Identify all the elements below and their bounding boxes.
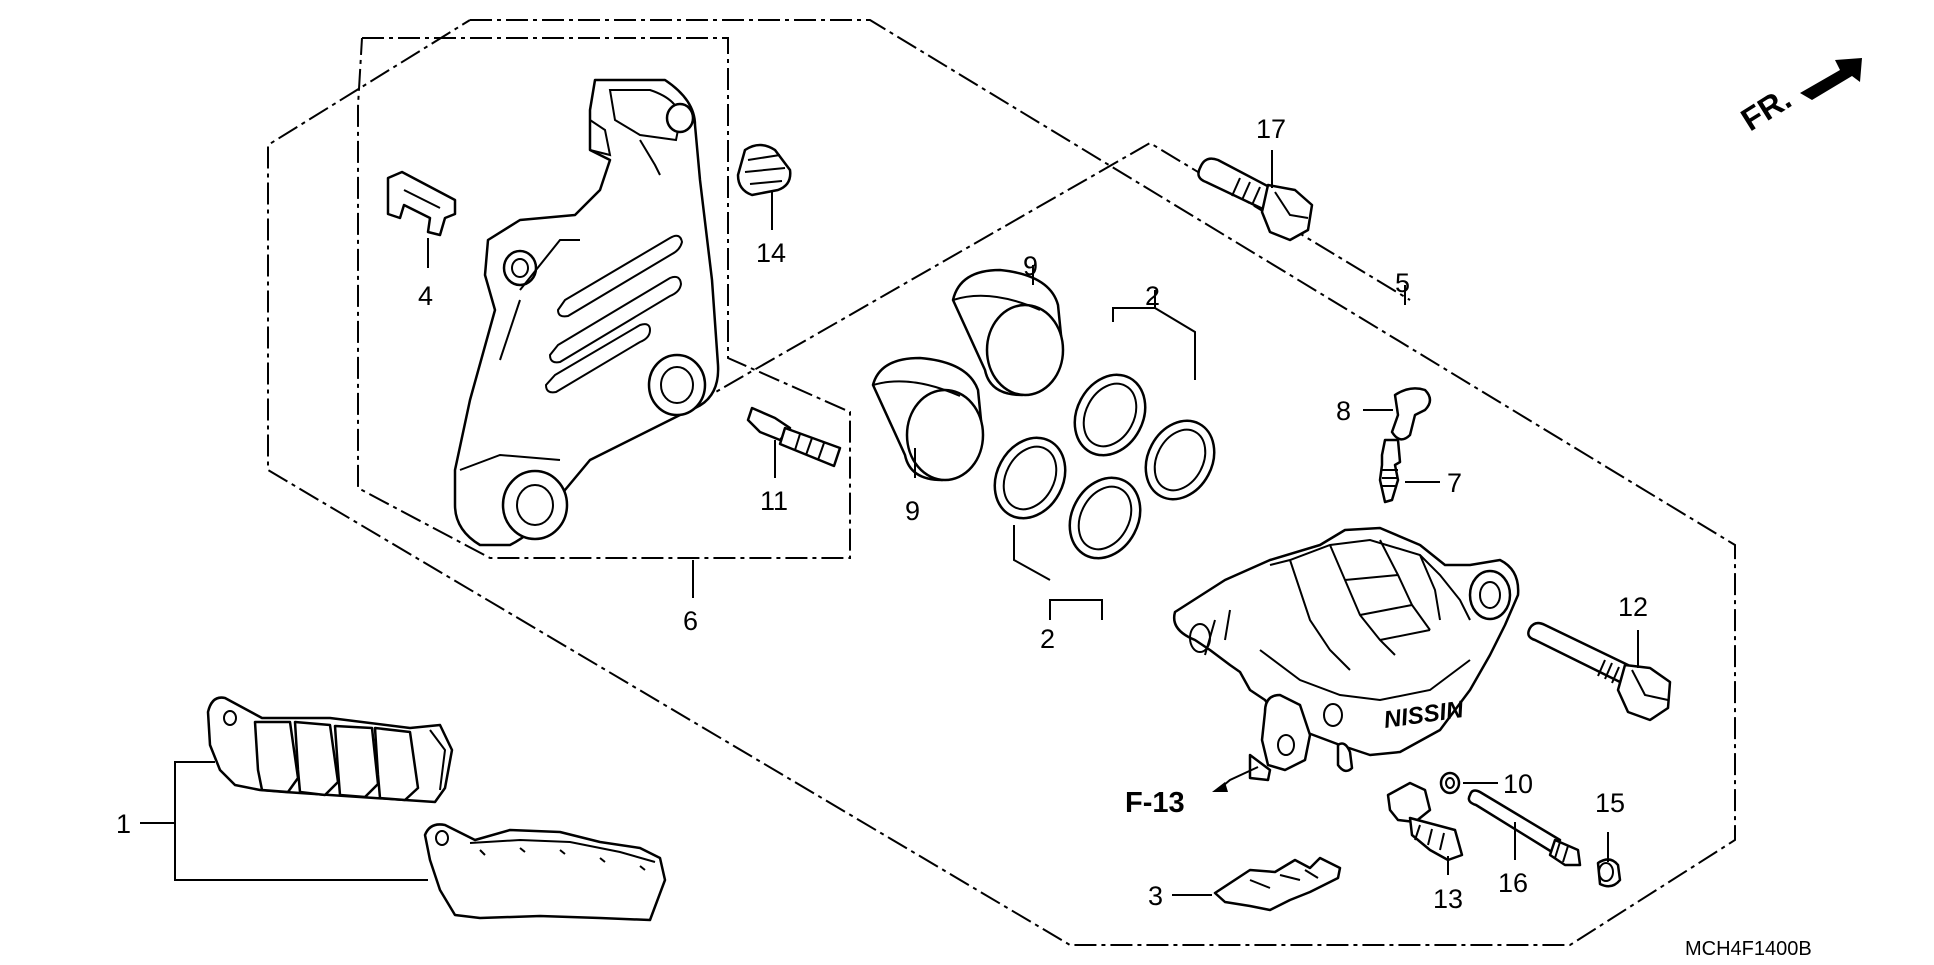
part-label-9-lower: 9 [905,496,920,526]
part-label-11: 11 [760,486,788,516]
part-label-16: 16 [1498,868,1528,898]
pin-16 [1467,789,1582,867]
part-label-3: 3 [1148,881,1163,911]
diagram-code: MCH4F1400B [1685,938,1812,960]
seal-lower-left [993,436,1067,520]
caliper-body: NISSIN [1172,526,1520,782]
bracket-assembly-outline [357,37,851,559]
part-label-2-upper: 2 [1145,281,1160,311]
part-label-8: 8 [1336,396,1351,426]
mounting-bolt-17 [1197,157,1314,242]
brake-pad-lower [423,823,667,922]
caliper-bracket [453,78,720,547]
part-label-1: 1 [116,809,131,839]
slide-pin-bolt-12 [1527,621,1672,722]
part-label-6: 6 [683,606,698,636]
piston-lower [871,356,985,482]
part-label-12: 12 [1618,592,1648,622]
seal-lower-right [1068,476,1142,560]
reference-label: F-13 [1125,787,1185,819]
caliper-assembly-outline [267,19,1736,946]
brake-pad-upper [206,696,454,804]
pin-bolt [746,406,842,468]
part-label-15: 15 [1595,788,1625,818]
seal-upper-right [1144,419,1216,501]
part-label-2-lower: 2 [1040,624,1055,654]
bleeder-valve [1378,438,1402,504]
part-label-13: 13 [1433,884,1463,914]
plug-15 [1596,858,1622,888]
pad-retainer-clip [386,170,457,237]
washer [1439,771,1461,795]
part-label-7: 7 [1447,468,1462,498]
front-direction-arrow: FR. [1735,58,1862,138]
part-label-10: 10 [1503,769,1533,799]
piston-upper [951,268,1065,397]
front-indicator-label: FR. [1735,80,1798,138]
part-label-4: 4 [418,281,433,311]
bleeder-cap [1390,387,1432,441]
part-label-5: 5 [1395,268,1410,298]
boot [736,143,792,197]
leader-lines [140,150,1639,896]
pad-spring [1213,856,1342,912]
part-label-14: 14 [756,238,786,268]
seal-upper-left [1073,373,1147,457]
part-label-9-upper: 9 [1023,251,1038,281]
caliper-body-outline [692,141,1411,406]
sleeve-bolt-13 [1386,781,1464,862]
part-label-17: 17 [1256,114,1286,144]
